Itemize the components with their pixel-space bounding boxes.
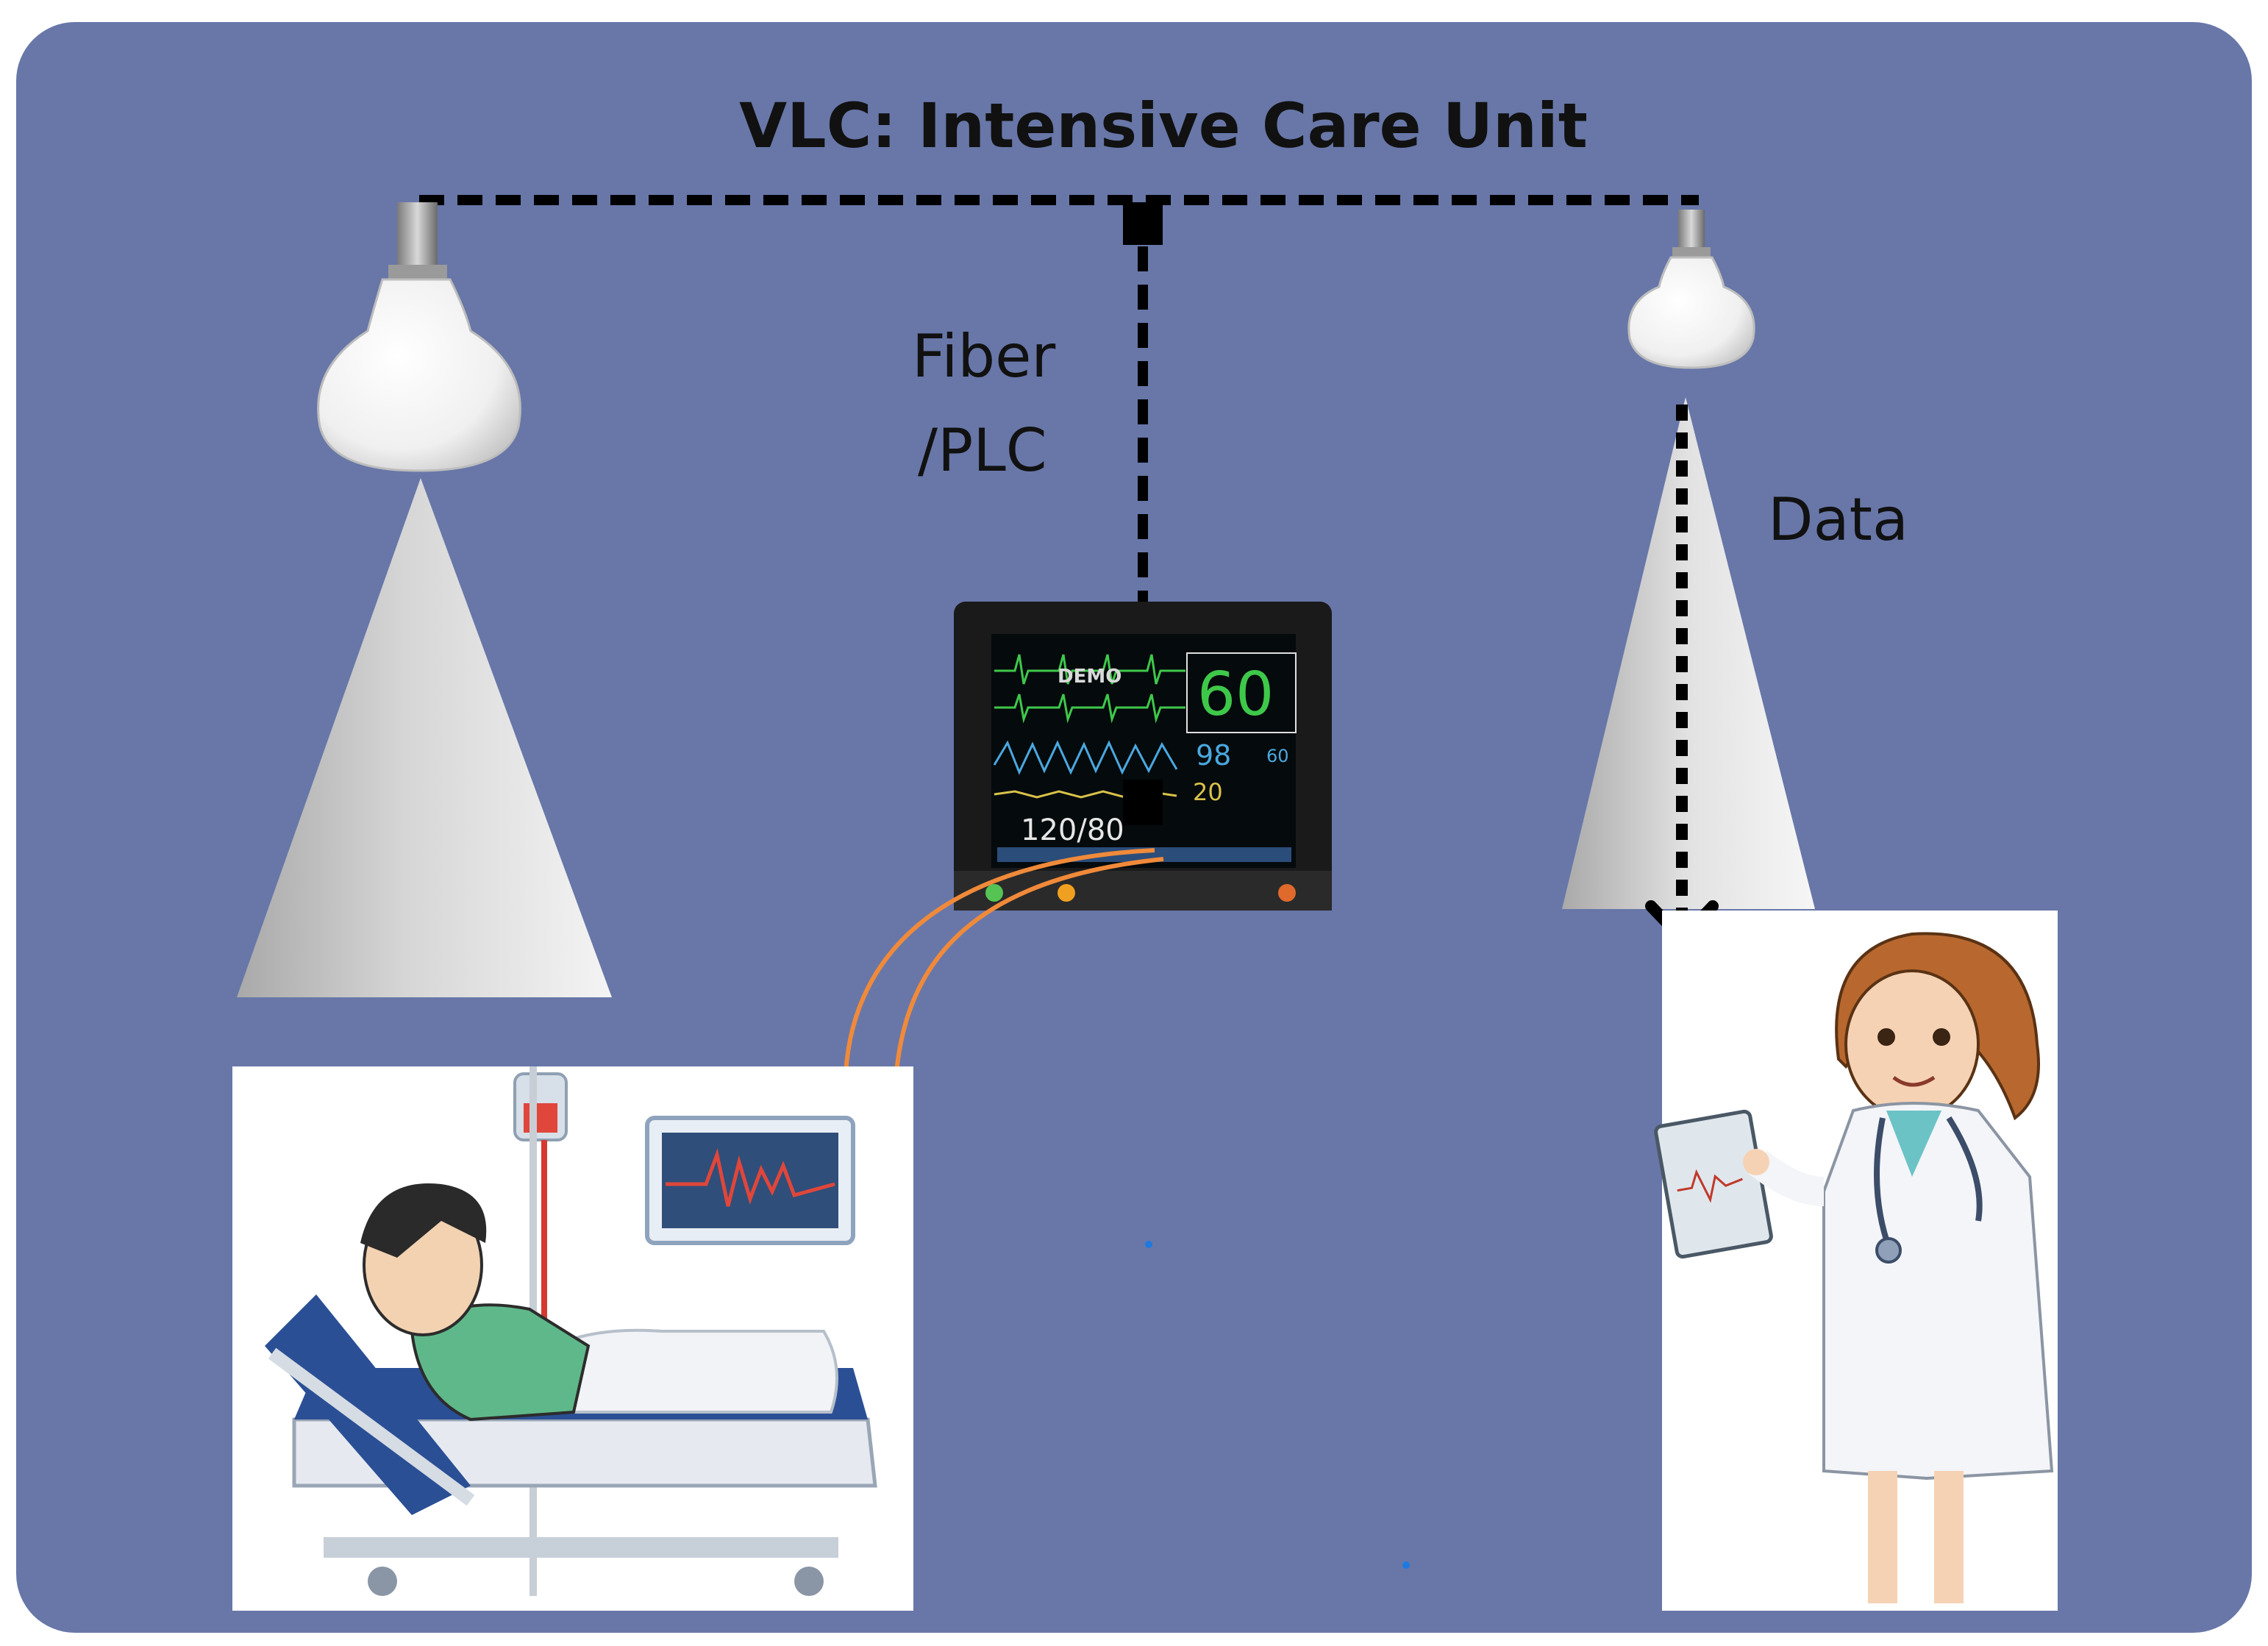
- diagram-title: VLC: Intensive Care Unit: [739, 90, 1588, 162]
- stray-dot: [1402, 1561, 1410, 1569]
- stray-dot: [1145, 1241, 1152, 1248]
- patient-monitor: DEMO 60 98 60 20 120/80: [954, 602, 1332, 911]
- data-label: Data: [1768, 485, 1908, 554]
- right-lamp: [1627, 210, 1755, 369]
- resp-value: 20: [1193, 778, 1223, 806]
- pulse-value: 60: [1266, 746, 1289, 766]
- stethoscope-icon: [1874, 1116, 1983, 1252]
- heart-rate-box: [1186, 652, 1297, 733]
- blood-pressure-value: 120/80: [1021, 813, 1124, 847]
- monitor-watermark: DEMO: [1058, 666, 1121, 688]
- left-light-cone: [237, 478, 612, 997]
- doctor-coat: [1822, 1102, 2054, 1481]
- monitor-junction-node: [1123, 780, 1163, 825]
- junction-node: [1123, 202, 1163, 245]
- ecg-wave-1: [994, 654, 1185, 685]
- link-label-plc: /PLC: [918, 416, 1047, 485]
- ecg-wave-2: [994, 694, 1185, 724]
- patient-illustration: [232, 1066, 913, 1611]
- spo2-value: 98: [1196, 739, 1231, 772]
- right-lamp-cap: [1678, 210, 1705, 250]
- pleth-wave: [993, 740, 1178, 775]
- right-light-cone: [1562, 397, 1815, 909]
- left-bulb-icon: [317, 278, 521, 472]
- doctor-illustration: [1654, 911, 2058, 1611]
- link-label-fiber: Fiber: [912, 322, 1055, 391]
- right-bulb-icon: [1627, 256, 1755, 369]
- left-lamp-cap: [397, 202, 438, 268]
- heart-rate-value: 60: [1197, 660, 1274, 730]
- monitor-alarm-button-icon: [1058, 884, 1075, 902]
- monitor-power-button-icon: [985, 884, 1003, 902]
- left-lamp: [317, 202, 521, 472]
- doctor-face: [1844, 969, 1980, 1119]
